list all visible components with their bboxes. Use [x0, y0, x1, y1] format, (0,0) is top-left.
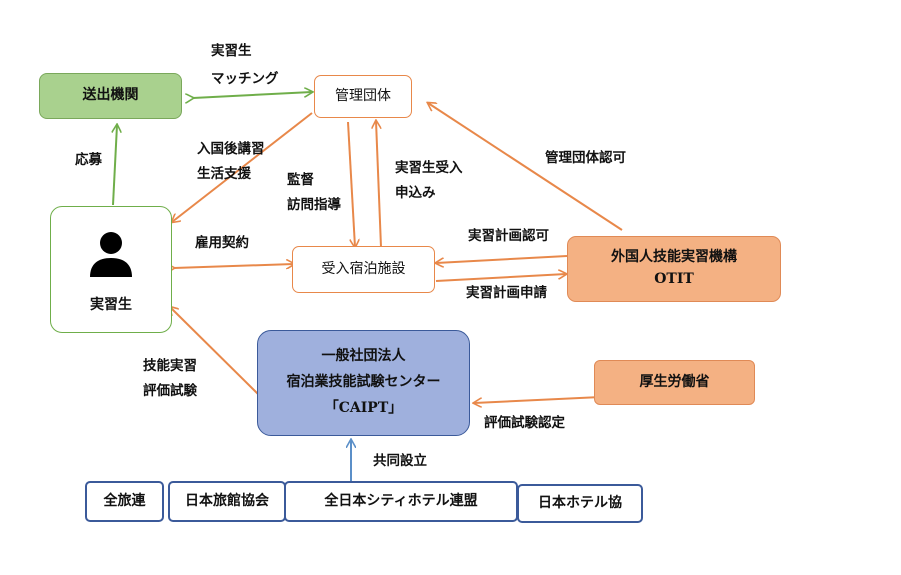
arrow-employment: [174, 264, 294, 268]
label-training: 入国後講習 生活支援: [197, 137, 265, 187]
arrow-accept-request: [376, 121, 382, 248]
arrow-exam-cert: [474, 396, 602, 403]
caipt-line2: 宿泊業技能試験センター: [286, 374, 441, 391]
label-supervise: 監督 訪問指導: [287, 168, 341, 218]
label-skill-line1: 技能実習: [143, 358, 197, 374]
arrow-org-approval: [428, 103, 623, 231]
ryokan-assoc-label: 日本旅館協会: [185, 492, 269, 509]
label-joint-text: 共同設立: [373, 453, 427, 469]
label-accept-line1: 実習生受入: [395, 160, 463, 176]
label-matching: 実習生 マッチング: [211, 38, 279, 93]
trainee-box: 実習生: [50, 206, 172, 333]
label-employment: 雇用契約: [195, 232, 249, 256]
city-hotel-label: 全日本シティホテル連盟: [324, 492, 478, 509]
label-matching-line2: マッチング: [211, 70, 279, 87]
zenryoren-box: 全旅連: [85, 481, 164, 522]
label-org-approval-text: 管理団体認可: [545, 150, 626, 166]
caipt-line1: 一般社団法人: [321, 348, 406, 365]
label-apply-text: 応募: [75, 152, 102, 168]
arrow-matching: [193, 92, 312, 98]
arrow-skill-exam: [170, 307, 259, 395]
label-exam-cert: 評価試験認定: [484, 412, 565, 436]
label-plan-approval: 実習計画認可: [468, 225, 549, 249]
label-matching-line1: 実習生: [211, 43, 252, 59]
arrow-apply: [113, 125, 117, 206]
arrow-training-support: [172, 112, 313, 222]
label-plan-application: 実習計画申請: [466, 282, 547, 306]
mhlw-label: 厚生労働省: [639, 373, 710, 390]
caipt-box: 一般社団法人 宿泊業技能試験センター 「CAIPT」: [257, 330, 470, 436]
trainee-label: 実習生: [90, 296, 132, 313]
label-training-line2: 生活支援: [197, 165, 251, 182]
label-training-line1: 入国後講習: [197, 141, 265, 157]
label-supervise-line2: 訪問指導: [287, 196, 341, 213]
label-joint: 共同設立: [373, 450, 427, 474]
label-org-approval: 管理団体認可: [545, 147, 626, 171]
person-icon: [90, 231, 132, 277]
facility-label: 受入宿泊施設: [321, 260, 406, 277]
label-supervise-line1: 監督: [287, 172, 314, 188]
label-apply: 応募: [75, 149, 102, 173]
city-hotel-box: 全日本シティホテル連盟: [284, 481, 518, 522]
label-plan-application-text: 実習計画申請: [466, 285, 547, 301]
sending-org-label: 送出機関: [82, 87, 139, 104]
label-accept-line2: 申込み: [395, 184, 436, 201]
supervising-org-box: 管理団体: [314, 75, 412, 118]
label-plan-approval-text: 実習計画認可: [468, 228, 549, 244]
otit-box: 外国人技能実習機構 OTIT: [567, 236, 781, 302]
label-employment-text: 雇用契約: [195, 235, 249, 251]
label-exam-cert-text: 評価試験認定: [484, 415, 565, 431]
mhlw-box: 厚生労働省: [594, 360, 755, 405]
arrow-plan-application: [435, 274, 566, 282]
supervising-org-label: 管理団体: [335, 87, 391, 104]
caipt-line3: 「CAIPT」: [324, 399, 403, 416]
otit-name: 外国人技能実習機構: [611, 249, 737, 266]
arrow-plan-approval: [436, 255, 568, 263]
hotel-assoc-label: 日本ホテル協: [538, 494, 622, 511]
otit-abbr: OTIT: [654, 271, 694, 287]
label-accept: 実習生受入 申込み: [395, 156, 463, 206]
label-skill-exam: 技能実習 評価試験: [143, 354, 197, 404]
label-skill-line2: 評価試験: [143, 382, 197, 399]
ryokan-assoc-box: 日本旅館協会: [168, 481, 286, 522]
hotel-assoc-box: 日本ホテル協: [517, 484, 643, 523]
sending-org-box: 送出機関: [39, 73, 182, 119]
facility-box: 受入宿泊施設: [292, 246, 435, 293]
zenryoren-label: 全旅連: [103, 492, 146, 509]
arrow-supervise: [347, 121, 355, 247]
